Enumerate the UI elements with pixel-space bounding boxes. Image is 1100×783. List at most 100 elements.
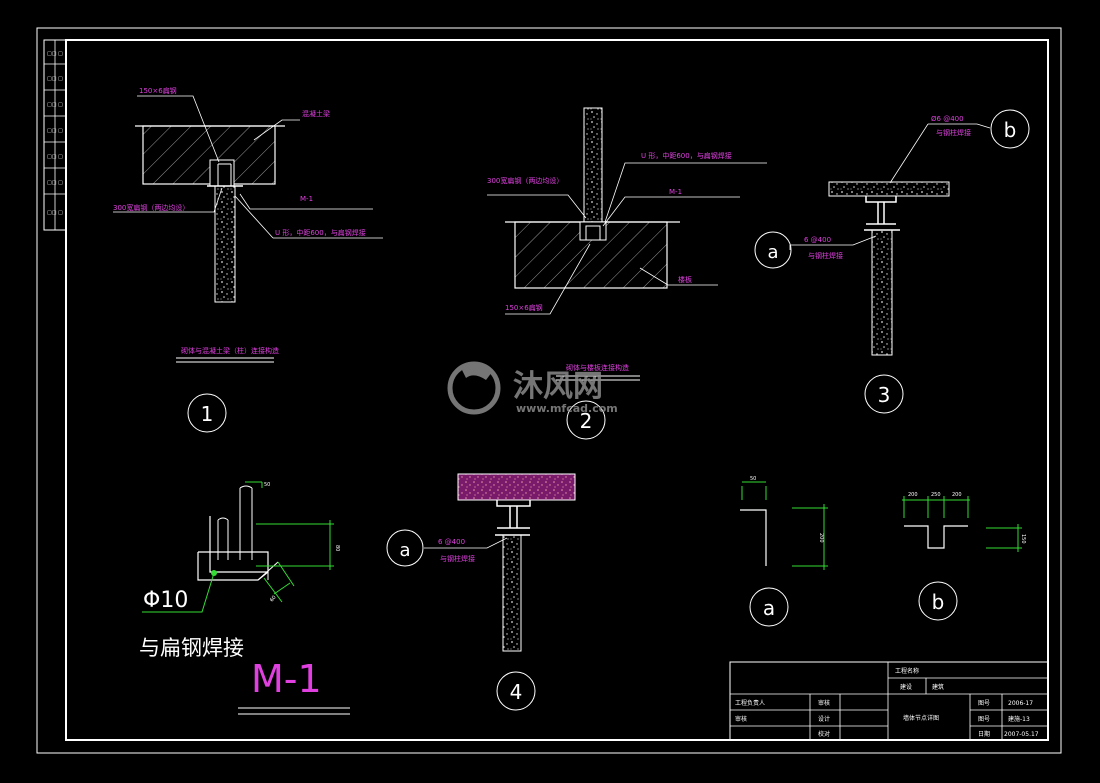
d4-steel-beam: [496, 500, 531, 529]
masonry-wall: [214, 185, 236, 303]
svg-text:□: □: [58, 128, 63, 134]
part-b-dim-250: 250: [931, 492, 941, 498]
tb-drawing-name: 墙体节点详图: [903, 714, 939, 722]
m1-title: M-1: [251, 657, 322, 701]
part-b: 200 250 200 150 b: [902, 492, 1026, 621]
tb-field-2-key: 日期: [978, 730, 990, 738]
part-b-name: b: [932, 590, 945, 614]
d3-slab: [828, 181, 950, 197]
d3-mid-sub: 与钢柱焊接: [808, 251, 843, 260]
d1-label-u-bar: U 形，中距600，与扁钢焊接: [275, 228, 366, 237]
d2-label-m1: M-1: [669, 188, 682, 196]
d3-tag-b-circle: [990, 109, 1030, 149]
d3-top-sub: 与钢柱焊接: [936, 128, 971, 137]
d2-caption: 砌体与楼板连接构造: [566, 363, 629, 372]
d1-number-circle: [187, 393, 227, 433]
svg-text:□: □: [58, 76, 63, 82]
svg-text:□□: □□: [47, 154, 57, 160]
m1-dim-50: 50: [264, 482, 270, 488]
svg-text:□: □: [58, 51, 63, 57]
d2-masonry-wall: [583, 107, 603, 227]
part-a-name: a: [763, 596, 775, 620]
part-b-dim-200a: 200: [908, 492, 918, 498]
d2-label-u-bar: U 形，中距600，与扁钢焊接: [641, 151, 732, 160]
tb-field-0-value: 2006-17: [1008, 700, 1033, 707]
tb-build-label: 建设: [900, 683, 912, 691]
d1-label-beam: 混凝土梁: [302, 109, 330, 118]
tb-check-label: 审核: [818, 699, 830, 707]
d1-caption: 砌体与混凝土梁（柱）连接构造: [181, 346, 279, 355]
d3-tag-a-circle: [754, 231, 792, 269]
d1-number: 1: [201, 402, 214, 426]
d4-sub: 与钢柱焊接: [440, 554, 475, 563]
title-block: 工程名称 建设 建筑 工程负责人 审核 审核 设计 校对 墙体节点详图 图号 2…: [729, 661, 1049, 741]
d4-slab: [457, 473, 576, 501]
concrete-beam: [142, 125, 276, 185]
svg-text:□: □: [58, 102, 63, 108]
watermark: 沐风网 www.mfcad.com: [447, 361, 618, 415]
watermark-brand: 沐风网: [513, 369, 603, 404]
watermark-url: www.mfcad.com: [516, 402, 618, 415]
m1-note: 与扁钢焊接: [139, 636, 244, 660]
m1-dim-60: 60: [269, 595, 278, 604]
detail-2: U 形，中距600，与扁钢焊接 300宽扁钢（两边均设） M-1 楼板 150×…: [487, 107, 767, 440]
svg-text:□: □: [58, 180, 63, 186]
detail-1: 150×6扁钢 混凝土梁 M-1 300宽扁钢（两边均设） U 形，中距600，…: [113, 86, 383, 433]
d3-top-label: Ø6 @400: [931, 115, 964, 123]
tb-proof-label: 校对: [818, 730, 830, 738]
part-b-circle: [918, 581, 958, 621]
svg-text:□: □: [58, 154, 63, 160]
d3-mid-label: 6 @400: [804, 236, 831, 244]
tb-check2-label: 审核: [735, 715, 747, 723]
d2-label-slab: 楼板: [678, 275, 692, 284]
d4-tag-a: a: [399, 540, 410, 561]
svg-text:□□: □□: [47, 128, 57, 134]
tb-field-1-value: 建施-13: [1008, 715, 1030, 723]
d2-label-300-steel: 300宽扁钢（两边均设）: [487, 176, 563, 185]
d3-tag-b: b: [1004, 118, 1017, 142]
tb-field-1-key: 图号: [978, 716, 990, 723]
d2-label-flat-steel: 150×6扁钢: [505, 303, 543, 312]
tb-principal-label: 工程负责人: [735, 699, 765, 707]
drawing-frame: □□□ □□□ □□□ □□□ □□□ □□□ □□□: [36, 27, 1062, 754]
d2-number: 2: [580, 409, 593, 433]
d4-masonry-wall: [502, 534, 522, 652]
d1-label-300-steel: 300宽扁钢（两边均设）: [113, 203, 189, 212]
d3-number-circle: [864, 374, 904, 414]
d4-label: 6 @400: [438, 538, 465, 546]
svg-text:□□: □□: [47, 210, 57, 216]
svg-text:□□: □□: [47, 76, 57, 82]
d4-tag-a-circle: [386, 529, 424, 567]
m1-dim-80: 80: [334, 545, 340, 551]
d4-number-circle: [496, 671, 536, 711]
svg-text:□□: □□: [47, 102, 57, 108]
d4-number: 4: [510, 680, 523, 704]
detail-3: Ø6 @400 与钢柱焊接 b a 6 @400 与钢柱焊接 3: [754, 109, 1030, 414]
part-a-dim-200: 200: [818, 533, 824, 543]
tb-design-label: 设计: [818, 715, 830, 723]
d3-number: 3: [878, 383, 891, 407]
d2-number-circle: [566, 400, 606, 440]
svg-text:□□: □□: [47, 180, 57, 186]
part-b-dim-200b: 200: [952, 492, 962, 498]
m1-bar-label: Φ10: [143, 588, 188, 613]
part-a-dim-50: 50: [750, 476, 756, 482]
svg-text:□: □: [58, 210, 63, 216]
d1-label-m1: M-1: [300, 195, 313, 203]
tb-field-2-value: 2007-05.17: [1004, 731, 1039, 738]
tb-build-value: 建筑: [932, 683, 944, 691]
part-a: 50 200 a: [740, 476, 828, 627]
tb-field-0-key: 图号: [978, 700, 990, 707]
m1-dimensions: [245, 481, 334, 603]
svg-text:□□: □□: [47, 51, 57, 57]
d3-tag-a: a: [767, 242, 778, 263]
m1-part: 50 80 60 Φ10 与扁钢焊接 M-1: [139, 481, 350, 715]
detail-4: a 6 @400 与钢柱焊接 4: [386, 473, 576, 711]
d1-label-flat-steel: 150×6扁钢: [139, 86, 177, 95]
part-b-dim-150: 150: [1020, 534, 1026, 544]
part-a-circle: [749, 587, 789, 627]
tb-project-label: 工程名称: [895, 667, 919, 675]
d3-masonry-wall: [871, 229, 893, 356]
d3-steel-beam: [865, 196, 897, 225]
